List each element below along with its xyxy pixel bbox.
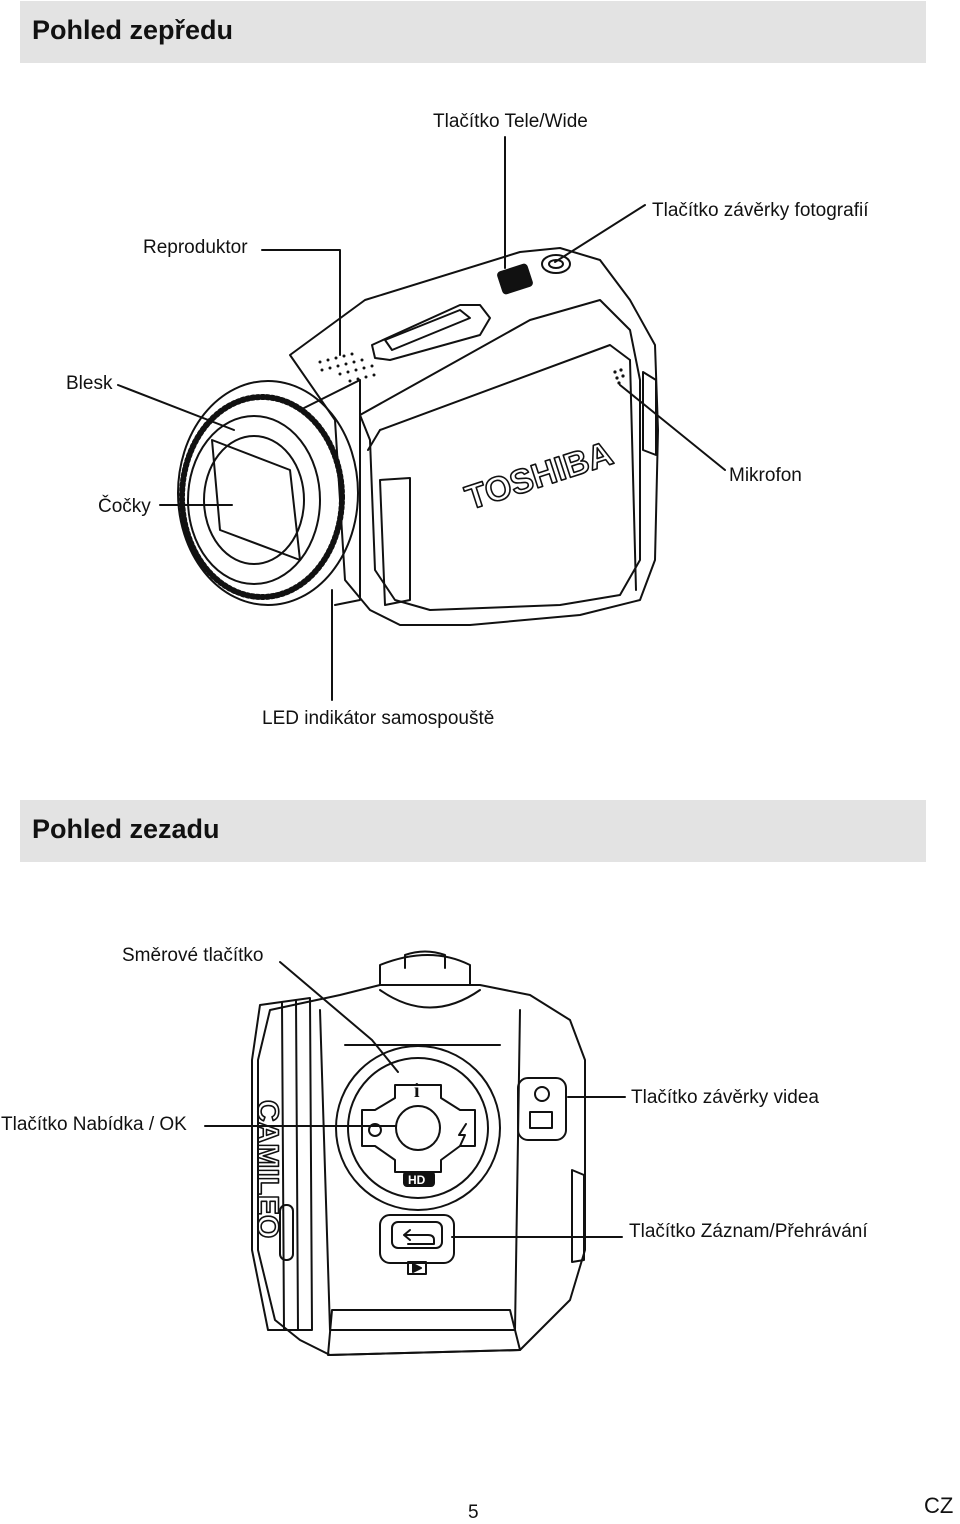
rear-view-title: Pohled zezadu: [32, 814, 220, 844]
front-view-header: Pohled zepředu: [20, 1, 926, 63]
model-logo: CAMILEO: [251, 1100, 284, 1238]
page-number: 5: [468, 1502, 479, 1523]
rear-view-header: Pohled zezadu: [20, 800, 926, 862]
rear-body-outline: [257, 984, 586, 1356]
hd-label: HD: [408, 1173, 426, 1187]
photo-shutter-button: [541, 254, 571, 274]
label-speaker: Reproduktor: [143, 237, 248, 258]
label-led: LED indikátor samospouště: [262, 708, 495, 729]
microphone-holes: [613, 368, 625, 385]
tele-wide-lever: [497, 263, 533, 295]
label-record-play: Tlačítko Záznam/Přehrávání: [629, 1221, 868, 1242]
language-code: CZ: [924, 1493, 954, 1518]
dial-outer: [335, 1045, 501, 1211]
label-flash: Blesk: [66, 373, 113, 394]
side-strap: [571, 1169, 585, 1263]
lens-shutter-blade: [211, 439, 301, 561]
label-tele-wide: Tlačítko Tele/Wide: [433, 111, 588, 132]
rear-callout-lines: [204, 961, 626, 1238]
label-microphone: Mikrofon: [729, 465, 802, 486]
bottom-block: [327, 1309, 521, 1356]
camera-body: [289, 247, 659, 626]
info-icon: i: [414, 1080, 420, 1102]
rear-center-panel: [319, 1009, 521, 1331]
lens-knurled-ring: [179, 394, 345, 600]
label-direction: Směrové tlačítko: [122, 945, 264, 966]
dial-inner: [347, 1057, 489, 1199]
return-icon: [403, 1229, 435, 1245]
label-video-shutter: Tlačítko závěrky videa: [631, 1087, 819, 1108]
lens-glass: [203, 435, 305, 565]
label-lens: Čočky: [98, 496, 151, 517]
lens-barrel-outer: [177, 380, 359, 606]
front-view-title: Pohled zepředu: [32, 15, 234, 45]
front-view-illustration: TOSHIBA: [117, 136, 726, 701]
side-slot: [279, 1204, 294, 1261]
video-shutter-button[interactable]: [517, 1077, 567, 1141]
display-hinge: [251, 997, 313, 1331]
lens-ring-inner: [187, 415, 321, 585]
front-callout-lines: [117, 136, 726, 701]
top-slider-button: [371, 304, 491, 361]
flash-icon: [458, 1123, 467, 1147]
ok-button[interactable]: [395, 1105, 441, 1151]
top-knob: [379, 954, 471, 986]
direction-pad[interactable]: [361, 1084, 476, 1173]
hd-badge: [403, 1171, 435, 1187]
play-icon: [407, 1261, 427, 1275]
side-logo-strip: [642, 371, 657, 456]
label-photo-shutter: Tlačítko závěrky fotografií: [652, 200, 869, 221]
video-camera-icon: [529, 1111, 553, 1129]
camera-side-panel: [359, 299, 641, 611]
record-play-button[interactable]: [391, 1221, 443, 1249]
timer-icon: [368, 1123, 382, 1137]
speaker-grille: [318, 352, 376, 383]
grip-strap: [379, 477, 411, 606]
label-menu-ok: Tlačítko Nabídka / OK: [1, 1114, 187, 1135]
